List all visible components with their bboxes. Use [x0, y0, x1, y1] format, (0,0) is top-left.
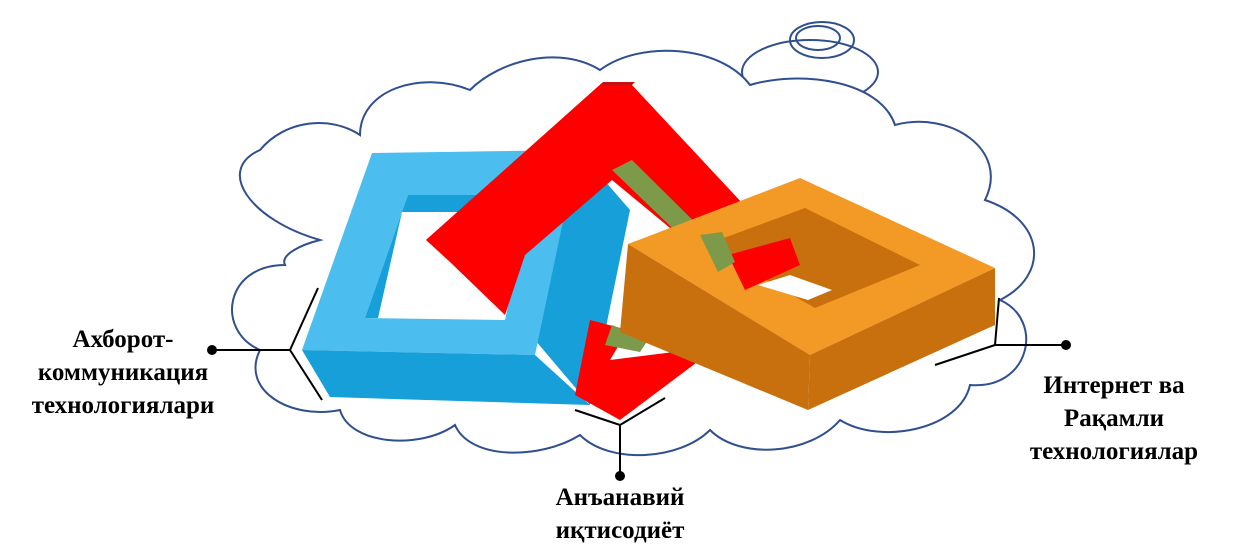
internet-ring-hole	[705, 208, 920, 308]
ict-ring-hole-left	[365, 195, 408, 318]
internet-label-line-3: технологиялар	[1029, 438, 1199, 465]
internet-ring-green-overlap	[700, 232, 735, 272]
thought-bubble-small-inner	[795, 25, 841, 51]
internet-ring-front-right	[808, 268, 995, 410]
ict-label-line-3: технологиялари	[31, 392, 215, 419]
ict-label: Ахборот- коммуникация технологиялари	[4, 323, 242, 422]
ict-label-line-1: Ахборот-	[72, 326, 174, 353]
callout-traditional	[574, 397, 666, 472]
traditional-ring-inner-green-lower	[605, 325, 648, 352]
internet-ring-red-overlap	[728, 238, 800, 290]
internet-digital-label: Интернет ва Рақамли технологиялар	[990, 369, 1238, 468]
traditional-label-line-2: иқтисодиёт	[555, 517, 685, 544]
ict-ring-bottom-face	[302, 350, 590, 405]
internet-ring	[620, 178, 995, 410]
thought-bubble-small	[789, 21, 855, 59]
callout-internet	[934, 297, 1063, 366]
internet-ring-hole-opening	[758, 275, 832, 300]
internet-label-line-2: Рақамли	[1063, 405, 1165, 432]
callout-ict	[215, 287, 323, 401]
internet-label-line-1: Интернет ва	[1043, 372, 1185, 399]
internet-ring-front-left	[620, 244, 810, 410]
callout-internet-dot	[1061, 340, 1071, 350]
ict-label-line-2: коммуникация	[37, 359, 209, 386]
callout-ict-dot	[207, 345, 217, 355]
ict-ring-side	[535, 150, 630, 405]
callout-traditional-dot	[615, 471, 625, 481]
traditional-economy-label: Анъанавий иқтисодиёт	[520, 481, 720, 547]
traditional-label-line-1: Анъанавий	[555, 484, 685, 511]
